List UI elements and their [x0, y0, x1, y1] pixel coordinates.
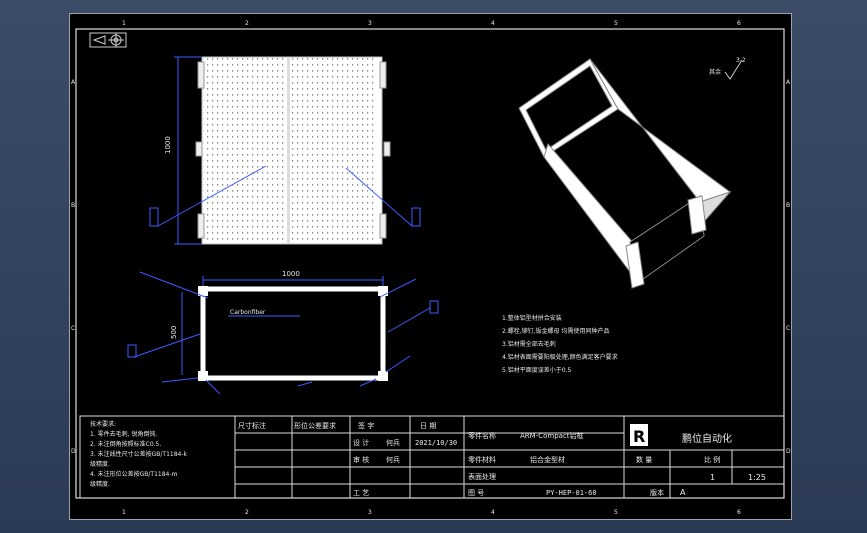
plan-width-dim: 1000: [282, 270, 300, 278]
zone-top-1: 1: [122, 20, 126, 27]
scale: 1:25: [748, 473, 766, 482]
svg-text:其余: 其余: [709, 68, 721, 76]
plan-view: 1000 500 Carbonfiber: [127, 270, 439, 395]
svg-text:设 计: 设 计: [353, 438, 369, 447]
svg-text:尺寸标注: 尺寸标注: [238, 421, 266, 430]
company-logo: R: [630, 424, 648, 446]
note-line: 2.螺栓,铆钉,钣金螺母 均需使用同种产品: [502, 327, 609, 335]
zone-bottom-1: 1: [122, 509, 126, 516]
quantity: 1: [710, 473, 715, 482]
designer-name: 何兵: [386, 438, 400, 447]
svg-text:图 号: 图 号: [468, 489, 484, 497]
zone-left-D: D: [71, 448, 76, 455]
zone-left-A: A: [71, 79, 76, 86]
svg-text:零件材料: 零件材料: [468, 455, 496, 464]
zone-left-B: B: [71, 202, 75, 209]
technical-requirements: 技术要求: 1. 零件去毛刺, 锐角倒钝. 2. 未注倒角按照标准C0.5. 3. 未…: [90, 420, 188, 488]
svg-text:审 核: 审 核: [353, 455, 369, 464]
note-line: 4.铝材表面需要阳极处理,颜色满足客户要求: [502, 353, 618, 361]
company-name: 鹏位自动化: [682, 432, 732, 445]
projection-symbol: [89, 32, 127, 48]
svg-text:比 例: 比 例: [704, 455, 720, 464]
front-view: 1000: [149, 56, 421, 245]
zone-top-2: 2: [245, 20, 249, 27]
zone-right-A: A: [786, 79, 791, 86]
part-name: ARM-Compact铝框: [520, 431, 584, 440]
zone-top-4: 4: [491, 20, 495, 27]
zone-right-D: D: [786, 448, 791, 455]
zone-top-3: 3: [368, 20, 372, 27]
tech-req-item: 3. 未注线性尺寸公差按GB/T1184-k: [90, 450, 188, 458]
notes-block: 1.整体铝型材拼合安装 2.螺栓,铆钉,钣金螺母 均需使用同种产品 3.铝材需全部去…: [502, 314, 618, 374]
svg-text:表面处理: 表面处理: [468, 472, 496, 481]
zone-top-5: 5: [614, 20, 618, 27]
design-date: 2021/10/30: [415, 439, 457, 447]
zone-bottom-4: 4: [491, 509, 495, 516]
svg-text:日 期: 日 期: [420, 422, 436, 430]
zone-bottom-3: 3: [368, 509, 372, 516]
surface-roughness-symbol: 其余 3.2: [709, 57, 746, 80]
tech-req-title: 技术要求:: [90, 420, 116, 428]
zone-top-6: 6: [737, 20, 741, 27]
svg-text:零件名称: 零件名称: [468, 431, 496, 440]
zone-bottom-6: 6: [737, 509, 741, 516]
zone-bottom-2: 2: [245, 509, 249, 516]
zone-right-B: B: [786, 202, 790, 209]
tech-req-item: 2. 未注倒角按照标准C0.5.: [90, 440, 161, 448]
svg-text:R: R: [633, 427, 645, 446]
version: A: [680, 488, 686, 497]
note-line: 1.整体铝型材拼合安装: [502, 314, 562, 322]
front-height-dim: 1000: [164, 136, 172, 154]
svg-text:签 字: 签 字: [358, 421, 374, 430]
tech-req-item: 级精度.: [90, 480, 110, 488]
svg-text:形位公差要求: 形位公差要求: [294, 421, 336, 430]
tech-req-item: 4. 未注形位公差按GB/T1184-m: [90, 470, 178, 478]
part-material: 铝合金型材: [530, 455, 565, 464]
zone-right-C: C: [786, 325, 790, 332]
svg-text:3.2: 3.2: [736, 57, 746, 64]
checker-name: 何兵: [386, 455, 400, 464]
tech-req-item: 级精度.: [90, 460, 110, 468]
note-line: 3.铝材需全部去毛刺: [502, 340, 556, 348]
plan-height-dim: 500: [170, 326, 178, 339]
svg-text:工 艺: 工 艺: [353, 489, 369, 497]
plan-center-label: Carbonfiber: [230, 309, 266, 316]
isometric-view: [518, 58, 732, 289]
zone-bottom-5: 5: [614, 509, 618, 516]
title-block: 尺寸标注 形位公差要求 签 字 日 期 设 计 何兵 2021/10/30 审 …: [79, 415, 785, 499]
svg-text:版本: 版本: [650, 488, 664, 497]
note-line: 5.铝材平面度误差小于0.5: [502, 366, 571, 374]
zone-left-C: C: [71, 325, 75, 332]
drawing-number: PY-HEP-01-60: [546, 489, 597, 497]
tech-req-item: 1. 零件去毛刺, 锐角倒钝.: [90, 430, 157, 438]
svg-text:数 量: 数 量: [636, 455, 652, 464]
